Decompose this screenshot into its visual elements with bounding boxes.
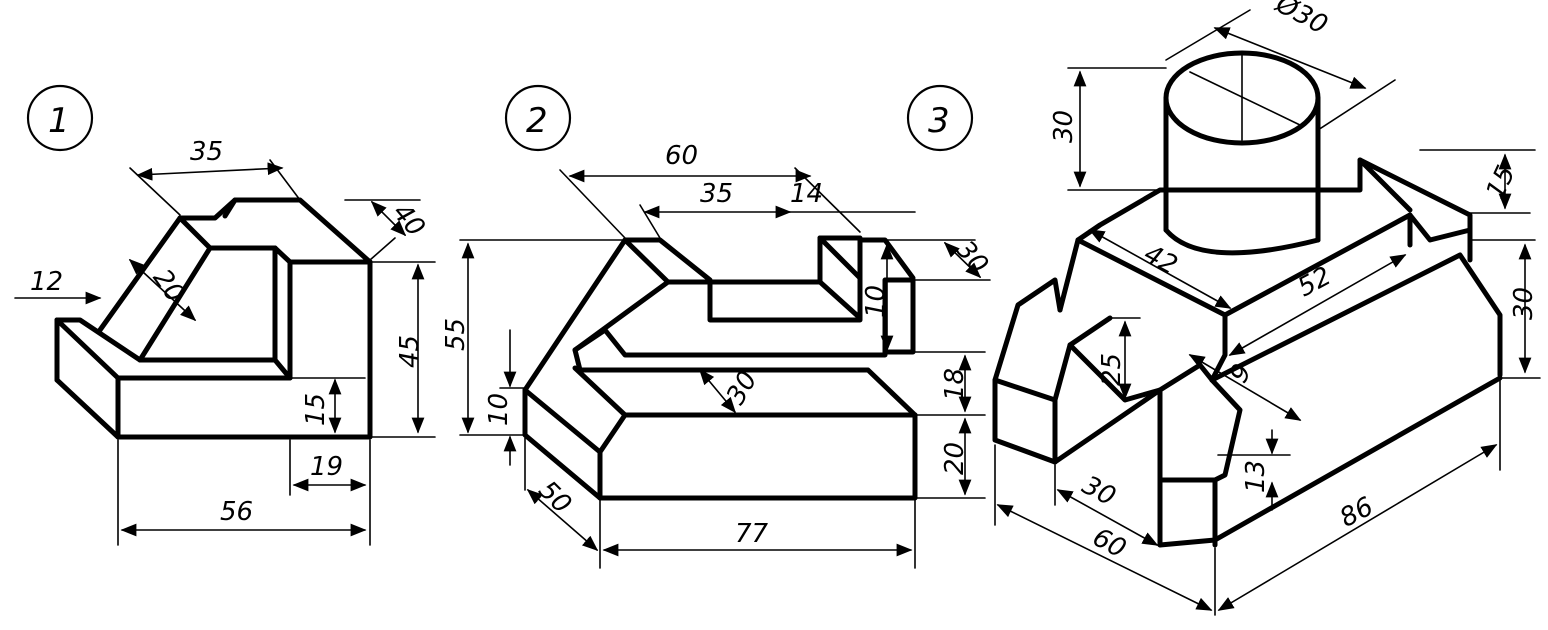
figure-1-number-circle (26, 84, 94, 152)
figure-3-number: 3 (928, 101, 950, 141)
figure-3-number-circle (906, 84, 974, 152)
dim-label: 30 (950, 235, 994, 280)
dim-label: 35 (700, 179, 733, 209)
figure-2-dimension-lines (459, 167, 991, 569)
dim-label: 55 (441, 318, 471, 351)
dim-label: 18 (940, 368, 970, 401)
figure-1-number: 1 (48, 101, 70, 141)
figure-1: 1 (14, 84, 436, 546)
dim-label: 56 (220, 497, 253, 527)
dim-label: 13 (1241, 460, 1271, 493)
dim-label: 30 (1077, 470, 1120, 512)
dim-label: 60 (1088, 522, 1131, 564)
dim-label: 25 (1097, 353, 1127, 386)
dim-label: 20 (940, 442, 970, 475)
dim-label: 15 (301, 393, 331, 426)
dim-label: 19 (310, 452, 343, 482)
figure-3: 3 (906, 0, 1541, 616)
dim-label: 10 (484, 393, 514, 426)
dim-label: 30 (1049, 110, 1079, 143)
dim-label: 35 (190, 137, 223, 167)
dim-label: 15 (1481, 161, 1522, 204)
dim-label: 12 (30, 267, 63, 297)
dim-label: 20 (147, 264, 191, 308)
figure-2-number-circle (504, 84, 572, 152)
figure-2-part-outline (522, 235, 918, 501)
figure-3-dimension-lines (994, 9, 1541, 616)
dim-label: 50 (532, 475, 577, 520)
figure-2-number: 2 (526, 101, 548, 141)
dim-label: 30 (1509, 287, 1539, 320)
figure-1-dimension-lines (14, 159, 436, 546)
dim-label: 45 (395, 335, 425, 368)
dim-label: 77 (735, 519, 769, 549)
dim-label: 40 (386, 198, 430, 243)
dim-label: Ø30 (1270, 0, 1332, 41)
dim-label: 52 (1293, 261, 1336, 303)
dim-label: 86 (1335, 492, 1378, 534)
dim-label: 10 (861, 285, 891, 318)
dim-label: 14 (790, 179, 823, 209)
dim-label: 60 (665, 141, 698, 171)
figure-2: 2 (441, 84, 994, 569)
